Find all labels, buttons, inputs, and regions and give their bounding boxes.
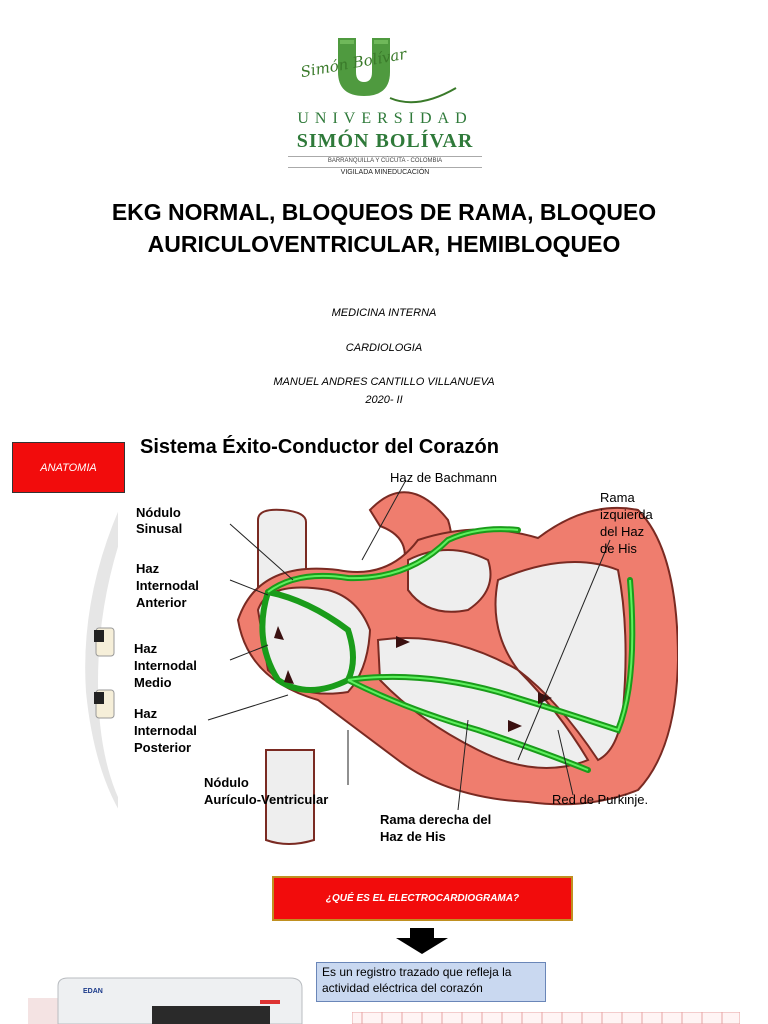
label-rama-izq-2: izquierda bbox=[600, 507, 653, 522]
label-medio-3: Medio bbox=[134, 675, 172, 690]
label-posterior-2: Internodal bbox=[134, 723, 197, 738]
label-rama-der-2: Haz de His bbox=[380, 829, 446, 844]
label-medio-2: Internodal bbox=[134, 658, 197, 673]
label-rama-izq-3: del Haz bbox=[600, 524, 645, 539]
label-medio-1: Haz bbox=[134, 641, 158, 656]
label-posterior-3: Posterior bbox=[134, 740, 192, 755]
label-nodulo-sinusal-1: Nódulo bbox=[136, 505, 181, 520]
heart-conduction-diagram: Sistema Éxito-Conductor del Corazón bbox=[118, 430, 678, 860]
university-logo: Simón Bolívar UNIVERSIDAD SIMÓN BOLÍVAR … bbox=[288, 36, 482, 186]
logo-divider bbox=[288, 167, 482, 168]
period-text: 2020- II bbox=[365, 394, 403, 406]
logo-u-emblem bbox=[338, 38, 390, 96]
label-anterior-1: Haz bbox=[136, 561, 160, 576]
anatomia-badge: ANATOMIA bbox=[12, 442, 125, 493]
label-av-node-1: Nódulo bbox=[204, 775, 249, 790]
ecg-paper-strip bbox=[352, 1012, 740, 1024]
device-brand: EDAN bbox=[83, 988, 103, 995]
page-title: EKG NORMAL, BLOQUEOS DE RAMA, BLOQUEO AU… bbox=[60, 196, 708, 260]
label-anterior-2: Internodal bbox=[136, 578, 199, 593]
logo-location-text: BARRANQUILLA Y CÚCUTA - COLOMBIA bbox=[327, 158, 443, 164]
diagram-background-frame bbox=[85, 452, 618, 858]
subject-text: MEDICINA INTERNA bbox=[331, 307, 437, 319]
specialty-text: CARDIOLOGIA bbox=[345, 342, 423, 354]
diagram-title: Sistema Éxito-Conductor del Corazón bbox=[140, 436, 499, 458]
down-arrow-icon bbox=[396, 928, 448, 954]
label-rama-izq-4: de His bbox=[600, 541, 637, 556]
ekg-machine-image bbox=[28, 977, 303, 1024]
title-line-2: AURICULOVENTRICULAR, HEMIBLOQUEO bbox=[147, 231, 621, 257]
label-purkinje: Red de Purkinje. bbox=[552, 792, 649, 807]
logo-university-text: UNIVERSIDAD bbox=[297, 110, 473, 127]
label-av-node-2: Aurículo-Ventricular bbox=[204, 792, 329, 807]
label-posterior-1: Haz bbox=[134, 706, 158, 721]
label-bachmann: Haz de Bachmann bbox=[390, 470, 497, 485]
logo-divider bbox=[288, 156, 482, 157]
label-nodulo-sinusal-2: Sinusal bbox=[136, 521, 183, 536]
author-text: MANUEL ANDRES CANTILLO VILLANUEVA bbox=[273, 376, 495, 388]
heart-illustration bbox=[207, 479, 678, 845]
title-line-1: EKG NORMAL, BLOQUEOS DE RAMA, BLOQUEO bbox=[111, 199, 657, 225]
definition-box: Es un registro trazado que refleja la ac… bbox=[316, 962, 546, 1002]
label-rama-der-1: Rama derecha del bbox=[380, 812, 492, 827]
logo-name-text: SIMÓN BOLÍVAR bbox=[296, 130, 474, 152]
logo-swoosh bbox=[389, 87, 457, 104]
question-banner: ¿QUÉ ES EL ELECTROCARDIOGRAMA? bbox=[272, 876, 573, 921]
label-rama-izq-1: Rama bbox=[600, 490, 635, 505]
logo-vigilada-text: VIGILADA MINEDUCACIÓN bbox=[340, 169, 430, 176]
label-anterior-3: Anterior bbox=[136, 595, 187, 610]
